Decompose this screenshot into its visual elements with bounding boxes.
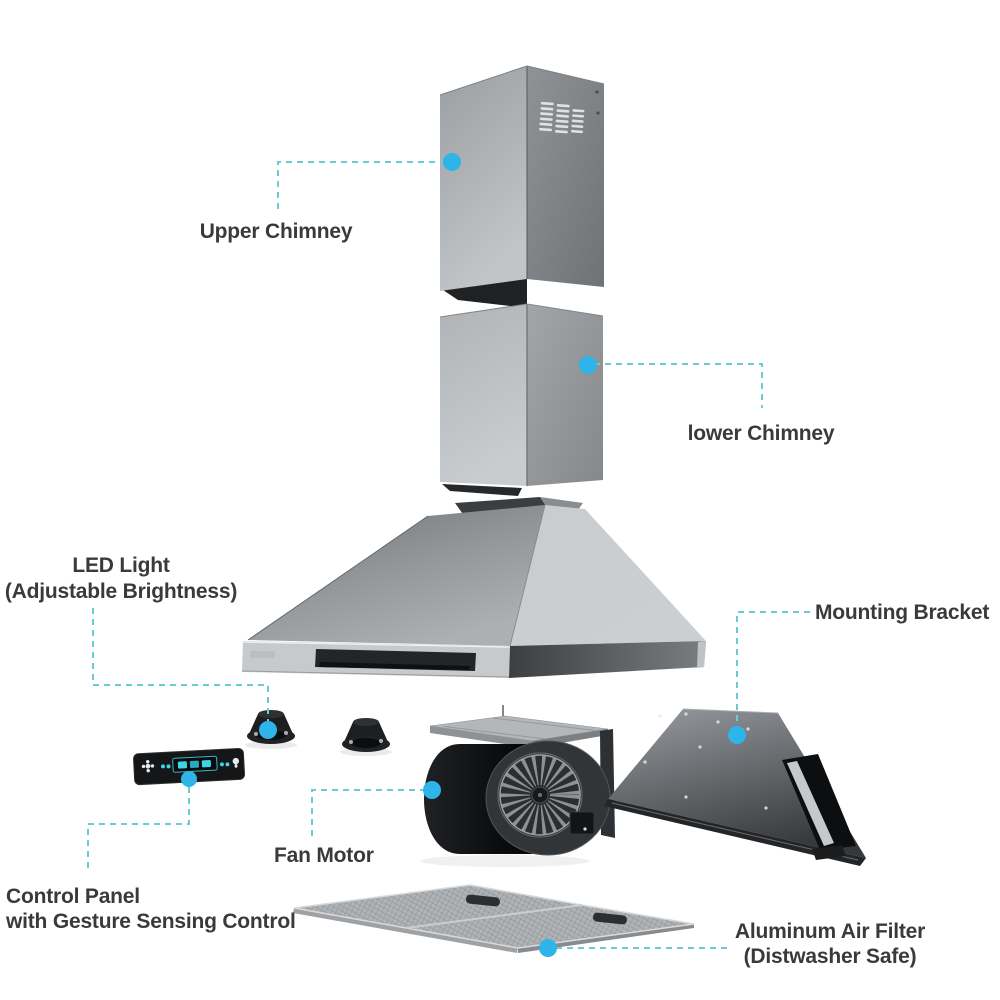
mounting-bracket-part xyxy=(604,708,866,866)
label-air-filter-line1: Aluminum Air Filter xyxy=(734,920,926,943)
label-upper-chimney: Upper Chimney xyxy=(199,220,353,243)
callout-dot-fan-motor xyxy=(423,781,441,799)
leader-fan-motor xyxy=(311,789,426,836)
label-lower-chimney: lower Chimney xyxy=(687,422,835,445)
label-control-panel-line1: Control Panel xyxy=(6,885,140,908)
led-light-part xyxy=(340,718,392,756)
filter-handle xyxy=(592,912,627,925)
light-bulb-icon xyxy=(232,757,240,768)
fan-motor-part xyxy=(420,705,615,867)
hood-body-part xyxy=(241,497,706,678)
upper-chimney-part xyxy=(439,65,605,308)
label-fan-motor: Fan Motor xyxy=(274,844,374,867)
display-screen xyxy=(172,755,218,773)
callout-dot-control-panel xyxy=(181,771,197,787)
callout-dot-air-filter xyxy=(539,939,557,957)
fan-grille xyxy=(497,752,583,838)
label-led-light-line2: (Adjustable Brightness) xyxy=(4,580,238,603)
callout-dot-led-light xyxy=(259,721,277,739)
callout-dot-upper-chimney xyxy=(443,153,461,171)
label-air-filter-line2: (Distwasher Safe) xyxy=(743,945,917,968)
leader-mounting-bracket xyxy=(736,611,810,728)
label-control-panel-line2: with Gesture Sensing Control xyxy=(6,910,296,933)
label-led-light-line1: LED Light xyxy=(72,554,170,577)
vent-slots xyxy=(539,101,585,134)
label-control-panel: Control Panel with Gesture Sensing Contr… xyxy=(6,884,296,934)
lower-chimney-part xyxy=(439,303,604,496)
label-led-light: LED Light (Adjustable Brightness) xyxy=(1,553,241,605)
control-panel-part xyxy=(133,747,246,786)
callout-dot-lower-chimney xyxy=(579,356,597,374)
label-mounting-bracket: Mounting Bracket xyxy=(815,601,990,624)
leader-control-panel xyxy=(87,787,190,872)
leader-led-light xyxy=(92,608,269,724)
air-filter-part xyxy=(293,884,695,953)
filter-handle xyxy=(465,894,500,907)
bracket-holes xyxy=(643,712,768,810)
brand-logo xyxy=(250,651,275,658)
leader-upper-chimney xyxy=(277,161,446,210)
callout-dot-mounting-bracket xyxy=(728,726,746,744)
leader-lower-chimney xyxy=(594,363,763,408)
fan-speed-icon xyxy=(141,760,155,773)
label-air-filter: Aluminum Air Filter (Distwasher Safe) xyxy=(718,919,942,969)
